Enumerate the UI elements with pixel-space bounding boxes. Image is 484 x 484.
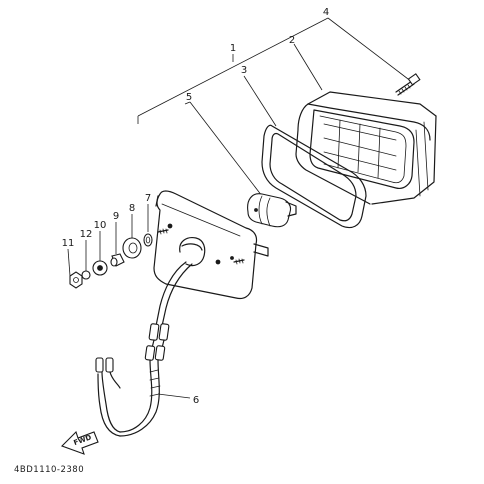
callout-8: 8 bbox=[129, 203, 135, 214]
leader-lines bbox=[137, 17, 413, 399]
base-plate-part-1 bbox=[153, 190, 269, 300]
callout-2: 2 bbox=[289, 35, 295, 46]
fwd-direction-arrow: FWD bbox=[61, 430, 99, 455]
wire-harness-part-6 bbox=[95, 261, 193, 437]
nut-part-11 bbox=[69, 271, 83, 289]
callout-numbers: 1 2 3 4 5 6 7 8 9 10 11 12 bbox=[62, 7, 330, 406]
callout-6: 6 bbox=[193, 395, 199, 406]
bulb-part-5 bbox=[247, 193, 297, 228]
spacer-part-8-inner bbox=[128, 242, 138, 254]
callout-4: 4 bbox=[323, 7, 329, 18]
callout-3: 3 bbox=[241, 65, 247, 76]
screw-part-4 bbox=[395, 73, 421, 96]
callout-12: 12 bbox=[80, 229, 93, 240]
hardware-stack bbox=[67, 214, 153, 289]
spacer-part-8 bbox=[122, 237, 142, 259]
callout-10: 10 bbox=[94, 220, 107, 231]
ring-part-7 bbox=[143, 233, 153, 247]
callout-9: 9 bbox=[113, 211, 119, 222]
ring-part-7-inner bbox=[145, 236, 151, 244]
reference-code: 4BD1110-2380 bbox=[14, 465, 84, 475]
spring-washer-part-12 bbox=[81, 270, 91, 280]
lens-housing-part-2 bbox=[295, 91, 437, 205]
callout-5: 5 bbox=[186, 92, 192, 103]
collar-part-9-end bbox=[110, 257, 118, 267]
callout-7: 7 bbox=[145, 193, 151, 204]
nut-part-11-bore bbox=[73, 277, 79, 283]
callout-11: 11 bbox=[62, 238, 75, 249]
gasket-part-3 bbox=[261, 124, 367, 229]
callout-1: 1 bbox=[230, 43, 236, 54]
washer-part-10-hole bbox=[97, 265, 103, 271]
